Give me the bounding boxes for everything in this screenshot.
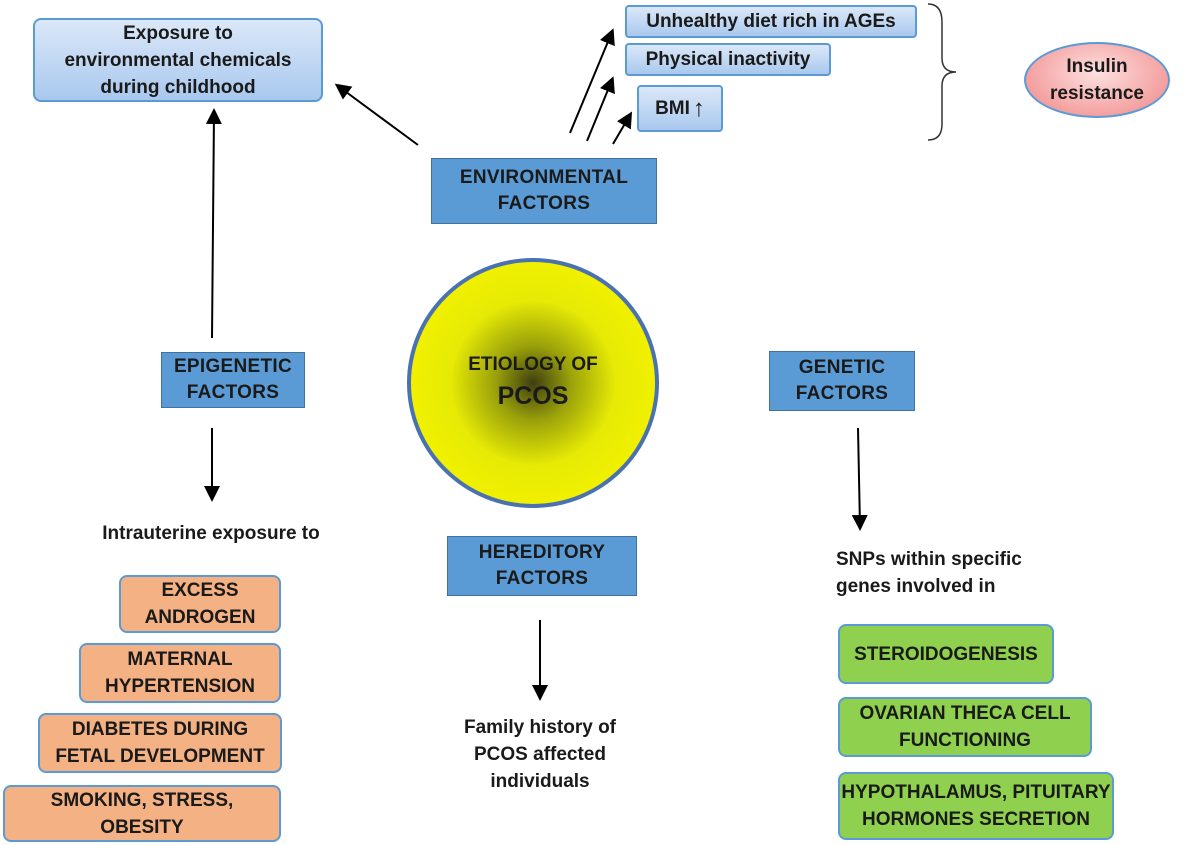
- arrow-env-to-diet: [569, 28, 615, 134]
- genetic-label-1: GENETIC: [798, 357, 886, 378]
- excess-androgen-box: EXCESS ANDROGEN: [119, 575, 281, 633]
- diabetes-fetal-line-2: FETAL DEVELOPMENT: [55, 746, 265, 767]
- intrauterine-intro: Intrauterine exposure to: [82, 520, 340, 547]
- bmi-box: BMI ↑: [637, 85, 723, 132]
- diabetes-fetal-line-1: DIABETES DURING: [71, 719, 249, 740]
- excess-androgen-line-1: EXCESS: [161, 580, 239, 601]
- childhood-line-2: environmental chemicals: [64, 49, 292, 71]
- up-arrow-icon: ↑: [692, 95, 705, 122]
- etiology-circle: ETIOLOGY OF PCOS: [407, 258, 659, 508]
- inactivity-text: Physical inactivity: [645, 49, 811, 70]
- hereditory-label-2: FACTORS: [495, 568, 589, 589]
- epigenetic-label-2: FACTORS: [186, 382, 280, 403]
- arrow-env-to-bmi: [612, 111, 633, 145]
- diabetes-fetal-box: DIABETES DURING FETAL DEVELOPMENT: [38, 713, 282, 773]
- intrauterine-text: Intrauterine exposure to: [102, 523, 320, 544]
- arrow-env-to-inactivity: [586, 76, 615, 142]
- hereditory-factors-box: HEREDITORY FACTORS: [447, 536, 637, 596]
- etiology-line-1: ETIOLOGY OF: [468, 354, 598, 375]
- ovarian-theca-line-1: OVARIAN THECA CELL: [859, 703, 1071, 724]
- maternal-hypertension-line-2: HYPERTENSION: [105, 676, 255, 697]
- snps-line-1: SNPs within specific: [836, 549, 1022, 570]
- ovarian-theca-box: OVARIAN THECA CELL FUNCTIONING: [838, 697, 1092, 757]
- smoking-line-2: OBESITY: [100, 816, 184, 838]
- right-brace: [927, 3, 957, 141]
- insulin-resistance-ellipse: Insulin resistance: [1024, 42, 1170, 118]
- insulin-line-1: Insulin: [1066, 56, 1128, 77]
- family-history-line-1: Family history of: [463, 717, 617, 738]
- environmental-label-1: ENVIRONMENTAL: [459, 167, 629, 188]
- steroidogenesis-line-1: STEROIDOGENESIS: [854, 643, 1038, 665]
- genetic-factors-box: GENETIC FACTORS: [769, 351, 915, 411]
- hypothalamus-line-1: HYPOTHALAMUS, PITUITARY: [841, 782, 1111, 803]
- childhood-line-1: Exposure to: [123, 22, 233, 44]
- genetic-label-2: FACTORS: [795, 383, 889, 404]
- family-history-text: Family history of PCOS affected individu…: [430, 714, 650, 795]
- childhood-exposure-box: Exposure to environmental chemicals duri…: [33, 18, 323, 102]
- etiology-line-2: PCOS: [497, 382, 569, 410]
- environmental-label-2: FACTORS: [497, 193, 591, 214]
- diet-box: Unhealthy diet rich in AGEs: [625, 5, 917, 38]
- epigenetic-factors-box: EPIGENETIC FACTORS: [161, 352, 305, 408]
- maternal-hypertension-box: MATERNAL HYPERTENSION: [79, 643, 281, 703]
- maternal-hypertension-line-1: MATERNAL: [127, 649, 233, 670]
- steroidogenesis-box: STEROIDOGENESIS: [838, 624, 1054, 684]
- insulin-line-2: resistance: [1049, 83, 1144, 104]
- excess-androgen-line-2: ANDROGEN: [144, 607, 256, 628]
- snps-intro: SNPs within specific genes involved in: [836, 546, 1036, 600]
- bmi-text: BMI: [655, 98, 690, 119]
- snps-line-2: genes involved in: [836, 576, 996, 597]
- hypothalamus-pituitary-box: HYPOTHALAMUS, PITUITARY HORMONES SECRETI…: [838, 772, 1114, 840]
- diet-text: Unhealthy diet rich in AGEs: [646, 11, 896, 32]
- epigenetic-label-1: EPIGENETIC: [173, 356, 293, 377]
- smoking-line-1: SMOKING, STRESS,: [50, 789, 234, 811]
- childhood-line-3: during childhood: [100, 76, 256, 98]
- arrow-epigenetic-to-childhood: [205, 108, 222, 339]
- hypothalamus-line-2: HORMONES SECRETION: [861, 809, 1091, 830]
- smoking-stress-obesity-box: SMOKING, STRESS, OBESITY: [3, 785, 281, 842]
- inactivity-box: Physical inactivity: [625, 43, 831, 76]
- environmental-factors-box: ENVIRONMENTAL FACTORS: [431, 158, 657, 224]
- hereditory-label-1: HEREDITORY: [478, 542, 606, 563]
- arrow-env-to-childhood: [334, 83, 419, 146]
- family-history-line-2: PCOS affected: [474, 744, 606, 765]
- ovarian-theca-line-2: FUNCTIONING: [899, 730, 1031, 751]
- arrow-genetic-down: [851, 427, 868, 531]
- family-history-line-3: individuals: [490, 771, 590, 792]
